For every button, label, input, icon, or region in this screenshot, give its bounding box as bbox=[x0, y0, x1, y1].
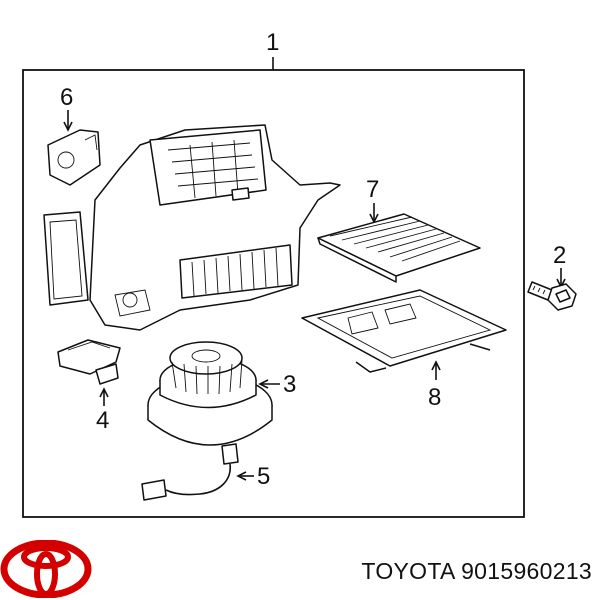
wire-harness-part-5 bbox=[141, 443, 239, 501]
bolt-part-2 bbox=[527, 281, 577, 311]
toyota-logo-icon bbox=[0, 540, 92, 598]
callout-7: 7 bbox=[366, 176, 379, 203]
callout-3: 3 bbox=[283, 371, 296, 398]
callout-5: 5 bbox=[257, 463, 270, 490]
actuator-part-6 bbox=[47, 129, 101, 186]
blower-motor-part-3 bbox=[147, 341, 273, 446]
callout-2: 2 bbox=[553, 242, 566, 269]
resistor-part-4 bbox=[57, 339, 121, 385]
callout-1: 1 bbox=[266, 29, 279, 56]
callout-4: 4 bbox=[96, 407, 109, 434]
part-number-label: TOYOTA 9015960213 bbox=[361, 558, 592, 584]
callout-6: 6 bbox=[60, 84, 73, 111]
blower-housing bbox=[43, 124, 341, 331]
callout-8: 8 bbox=[428, 384, 441, 411]
filter-case-part-8 bbox=[301, 289, 507, 373]
cabin-filter-part-7 bbox=[317, 213, 481, 283]
